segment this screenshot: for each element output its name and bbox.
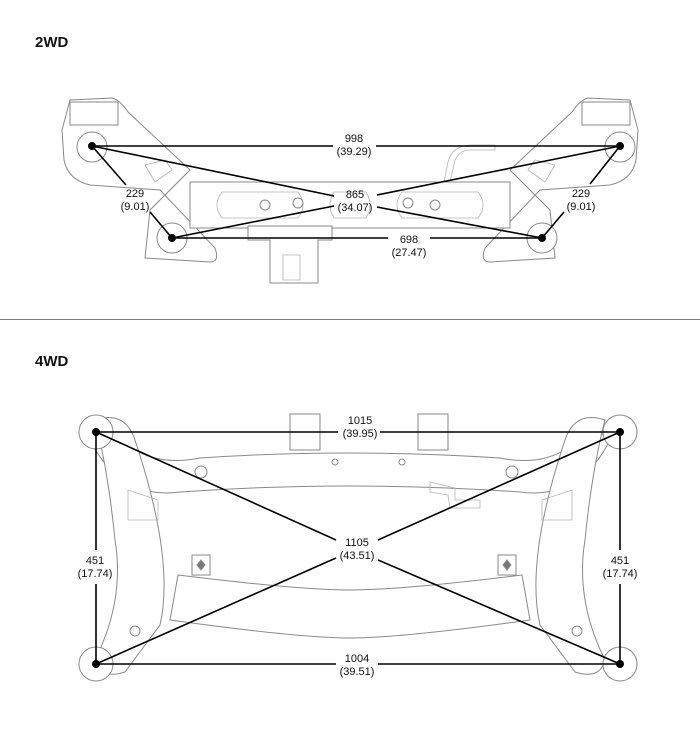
4wd-mount-point-rear-right [616, 660, 624, 668]
2wd-mount-point-rear-right [538, 234, 546, 242]
section-title-4wd: 4WD [35, 353, 69, 370]
dim-label-4wd-left-side: 451 (17.74) [78, 555, 113, 580]
4wd-mount-point-rear-left [92, 660, 100, 668]
4wd-left-side-in: (17.74) [78, 568, 113, 580]
2wd-mount-point-rear-left [168, 234, 176, 242]
4wd-top-width-in: (39.95) [343, 428, 378, 440]
2wd-center-bracket [247, 225, 333, 284]
2wd-diagonal-line-2b [171, 205, 335, 239]
section-title-2wd: 2WD [35, 34, 69, 51]
4wd-mount-point-front-right [616, 428, 624, 436]
4wd-right-side-rail [535, 417, 606, 675]
2wd-right-side-line-b [541, 211, 565, 239]
2wd-diagonal-line-1a [91, 145, 335, 197]
2wd-left-side-line-b [149, 211, 173, 239]
2wd-left-side-in: (9.01) [121, 201, 150, 213]
dimension-lines-2wd [88, 142, 624, 242]
2wd-diagonal-in: (34.07) [338, 202, 373, 214]
4wd-left-side-rail [94, 417, 165, 675]
dim-label-2wd-bottom-width: 698 (27.47) [392, 234, 427, 259]
4wd-diagonal-line-1a [95, 431, 337, 541]
4wd-mount-point-front-left [92, 428, 100, 436]
dim-label-2wd-top-width: 998 (39.29) [337, 133, 372, 158]
section-separator [0, 319, 700, 320]
2wd-bottom-width-mm: 698 [400, 234, 418, 246]
2wd-left-side-line-a [91, 145, 127, 186]
4wd-bottom-width-mm: 1004 [345, 653, 369, 665]
2wd-right-side-in: (9.01) [567, 201, 596, 213]
2wd-top-width-mm: 998 [345, 133, 363, 145]
2wd-right-side-mm: 229 [572, 188, 590, 200]
4wd-diagonal-line-1b [377, 559, 621, 665]
2wd-right-upper-bracket [581, 101, 631, 126]
2wd-left-side-mm: 229 [126, 188, 144, 200]
2wd-right-mount-tower [482, 97, 639, 263]
4wd-bottom-width-in: (39.51) [340, 666, 375, 678]
2wd-diagonal-mm: 865 [346, 189, 364, 201]
dim-label-4wd-right-side: 451 (17.74) [603, 555, 638, 580]
4wd-diagonal-line-2b [95, 557, 337, 665]
dim-label-2wd-right-side: 229 (9.01) [567, 188, 596, 213]
4wd-lower-cross-beam [169, 574, 531, 639]
4wd-diagonal-line-2a [377, 431, 621, 541]
dim-label-4wd-bottom-width: 1004 (39.51) [340, 653, 375, 678]
dim-label-4wd-diagonal: 1105 (43.51) [340, 537, 375, 562]
4wd-right-side-mm: 451 [611, 555, 629, 567]
dimension-lines-4wd [92, 428, 624, 668]
2wd-diagonal-line-2a [376, 145, 621, 196]
2wd-mount-point-front-left [88, 142, 96, 150]
4wd-right-side-in: (17.74) [603, 568, 638, 580]
2wd-right-side-line-a [589, 145, 621, 185]
dim-label-2wd-left-side: 229 (9.01) [121, 188, 150, 213]
4wd-diagonal-in: (43.51) [340, 550, 375, 562]
2wd-bottom-width-in: (27.47) [392, 247, 427, 259]
2wd-left-upper-bracket [69, 101, 119, 126]
4wd-top-width-mm: 1015 [348, 415, 372, 427]
2wd-top-width-in: (39.29) [337, 146, 372, 158]
dim-label-4wd-top-width: 1015 (39.95) [343, 415, 378, 440]
4wd-left-side-mm: 451 [86, 555, 104, 567]
2wd-diagonal-line-1b [376, 206, 543, 239]
4wd-diagonal-mm: 1105 [345, 537, 369, 549]
dim-label-2wd-diagonal: 865 (34.07) [338, 189, 373, 214]
2wd-mount-point-front-right [616, 142, 624, 150]
